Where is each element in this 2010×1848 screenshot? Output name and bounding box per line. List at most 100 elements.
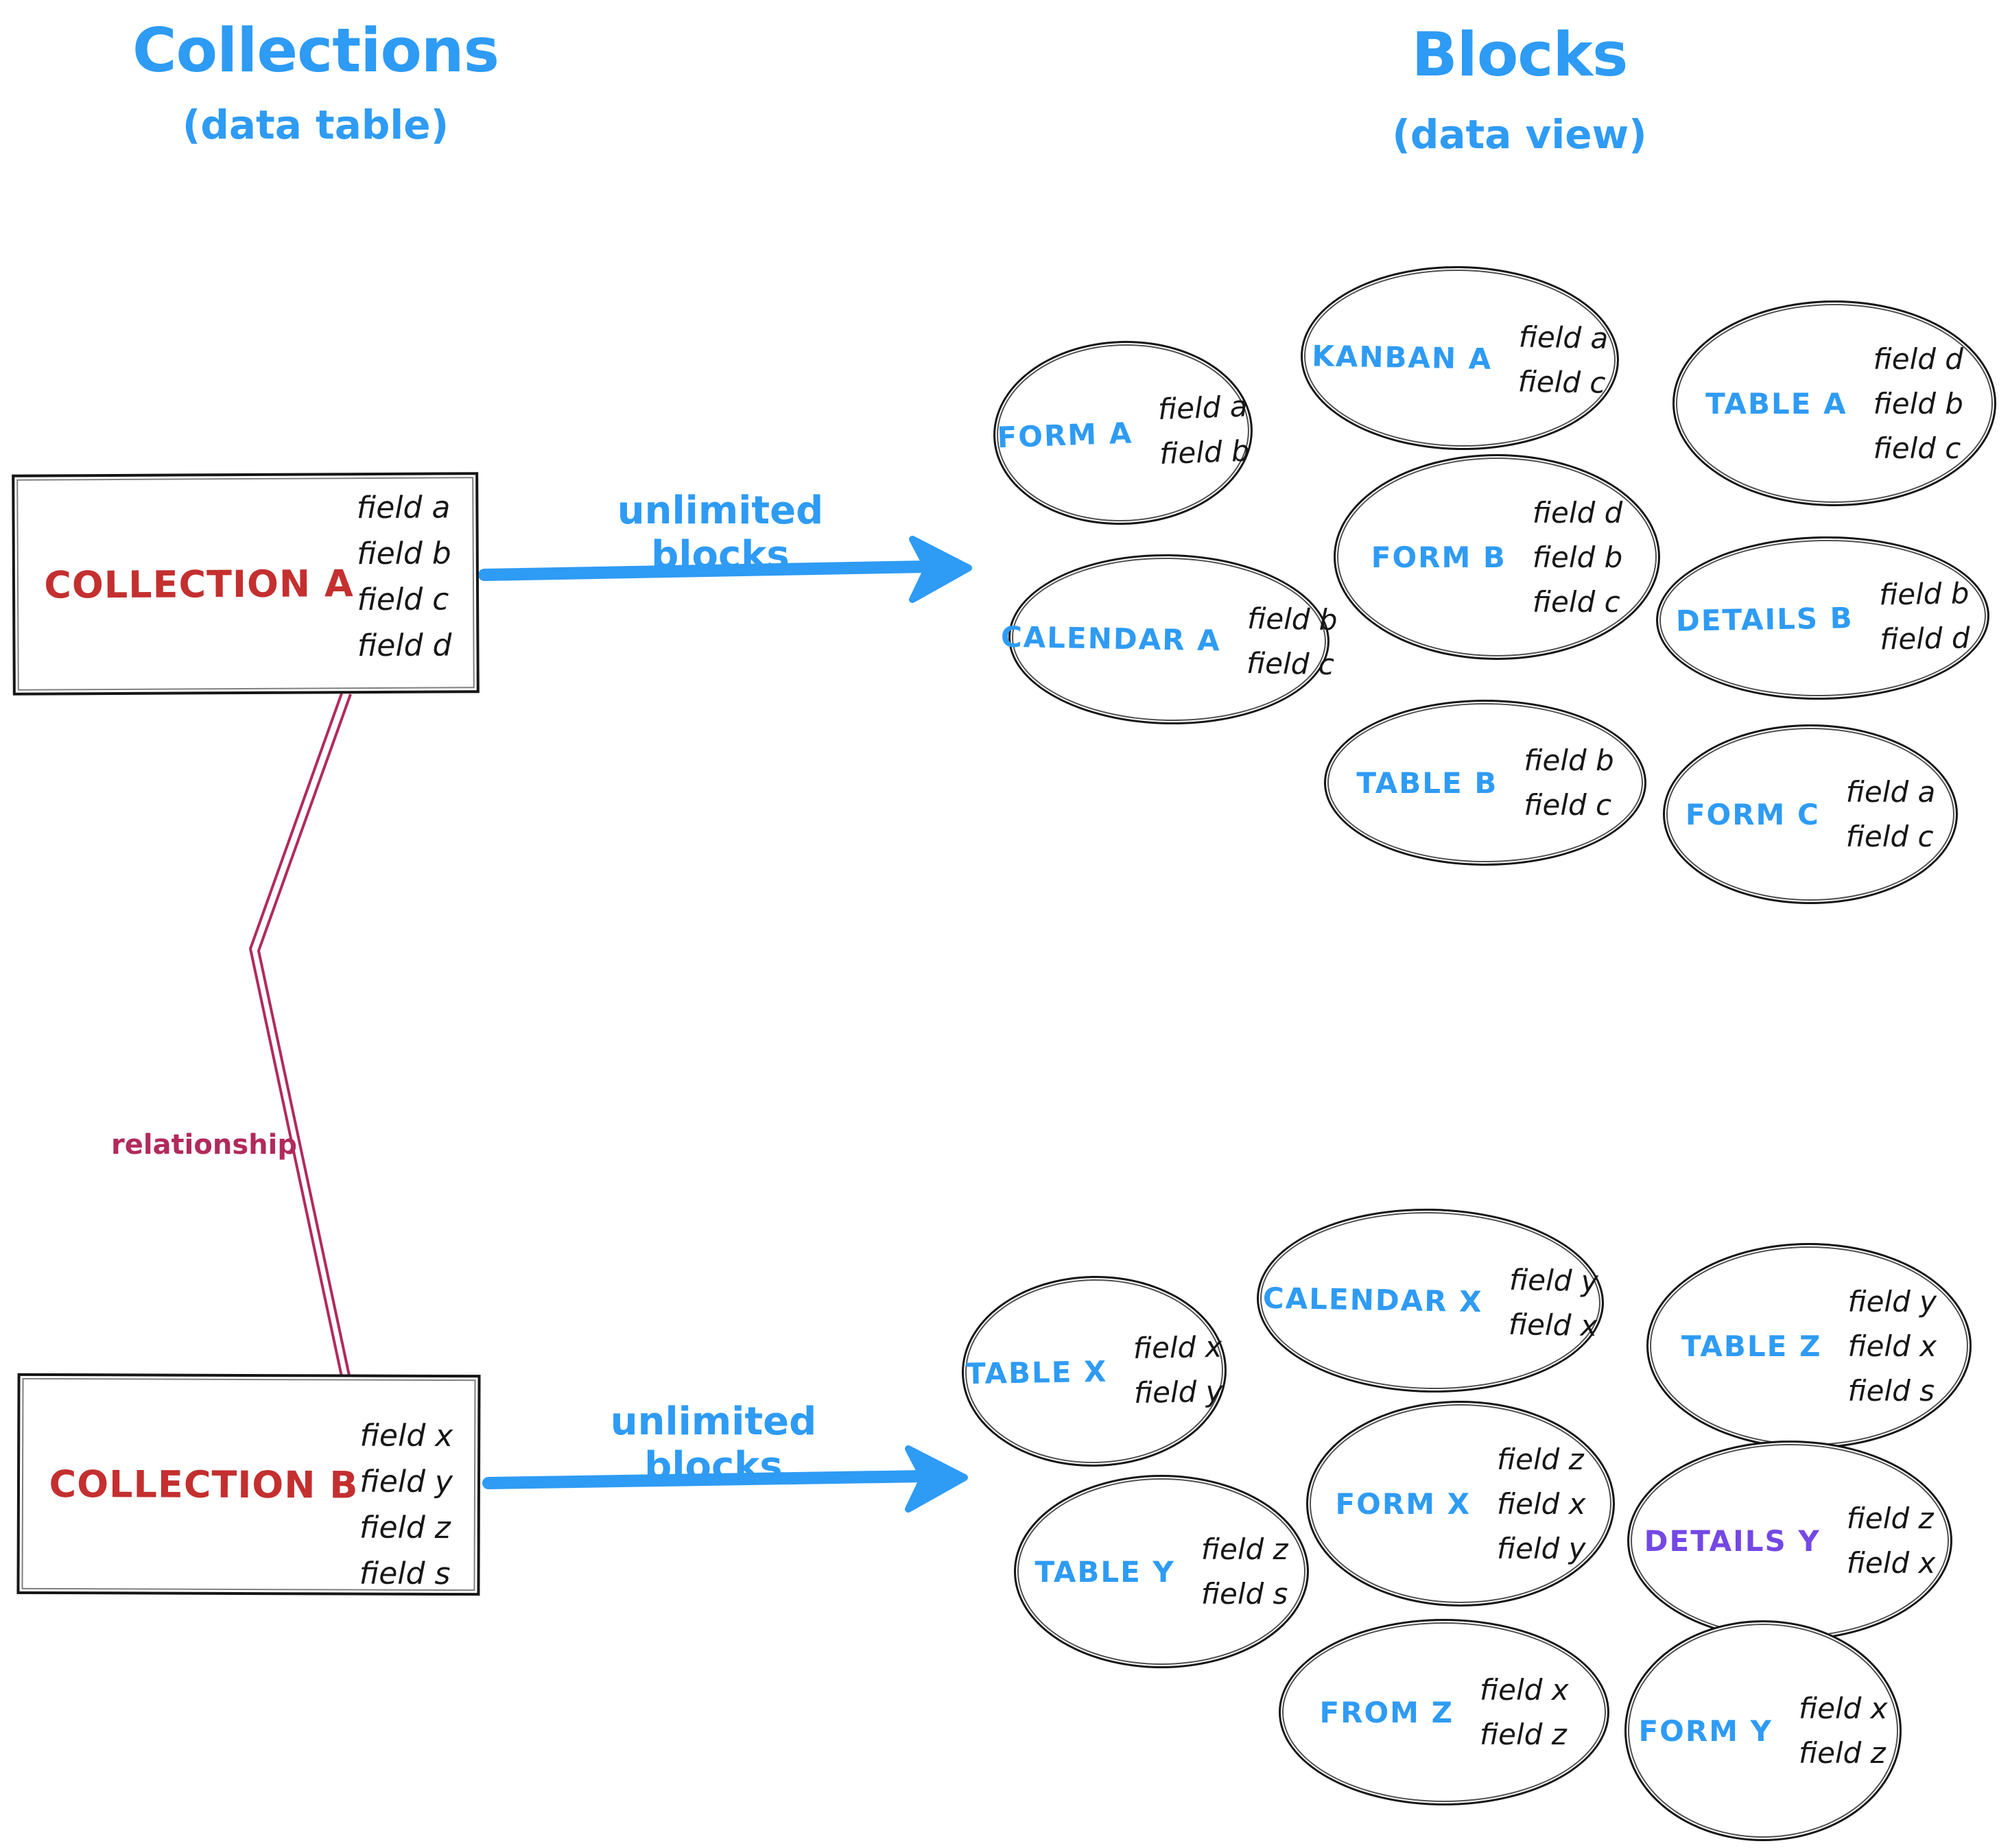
unlimited-blocks-arrow-a [478, 536, 972, 603]
collection-b-name: COLLECTION B [49, 1462, 359, 1507]
block-label: FORM A [996, 416, 1134, 454]
unlimited-blocks-arrow-b [482, 1445, 968, 1513]
collection-field: field s [359, 1556, 451, 1592]
block-from-z: FROM Z field x field z [1279, 1619, 1609, 1805]
block-field: field a [1157, 389, 1249, 427]
block-fields: field a field b [1157, 390, 1250, 471]
block-fields: field d field b field c [1873, 342, 1963, 465]
block-details-y: DETAILS Y field z field x [1627, 1441, 1952, 1641]
collection-field: field c [357, 582, 449, 618]
collection-a-name: COLLECTION A [44, 561, 354, 607]
block-label: TABLE A [1705, 386, 1847, 420]
block-form-b: FORM B field d field b field c [1334, 454, 1660, 660]
block-field: field c [1524, 788, 1612, 822]
blocks-subtitle: (data view) [1392, 111, 1647, 158]
block-field: field b [1159, 434, 1251, 471]
blocks-title: Blocks [1411, 19, 1629, 90]
block-table-y: TABLE Y field z field s [1014, 1475, 1309, 1668]
relationship-label: relationship [111, 1129, 297, 1161]
block-fields: field x field z [1480, 1673, 1569, 1751]
block-fields: field z field x field y [1497, 1443, 1586, 1565]
block-form-c: FORM C field a field c [1663, 724, 1958, 904]
block-field: field y [1133, 1374, 1223, 1410]
block-fields: field b field d [1879, 576, 1970, 656]
block-table-z: TABLE Z field y field x field s [1646, 1243, 1972, 1449]
block-label: FORM X [1335, 1486, 1471, 1521]
block-field: field x [1846, 1546, 1936, 1580]
block-label: TABLE Y [1034, 1554, 1175, 1589]
block-label: FORM B [1371, 540, 1506, 574]
block-field: field c [1873, 431, 1961, 465]
block-field: field y [1509, 1263, 1599, 1299]
block-field: field x [1799, 1692, 1888, 1725]
block-field: field s [1847, 1373, 1935, 1408]
block-field: field c [1845, 820, 1934, 853]
block-label: CALENDAR X [1262, 1281, 1483, 1318]
block-label: TABLE Z [1681, 1329, 1822, 1363]
block-field: field a [1518, 320, 1609, 355]
block-field: field d [1532, 495, 1623, 530]
collection-field: field b [357, 536, 451, 572]
block-label: KANBAN A [1311, 338, 1493, 376]
unlimited-blocks-label-b: unlimited blocks [610, 1399, 817, 1489]
block-label: CALENDAR A [1000, 619, 1222, 657]
block-field: field x [1133, 1329, 1222, 1365]
block-label: FORM C [1685, 797, 1820, 831]
block-field: field c [1532, 584, 1620, 619]
collection-a-fields: field a field b field c field d [357, 490, 452, 663]
collection-field: field a [356, 490, 451, 526]
block-label: FROM Z [1319, 1695, 1454, 1729]
relationship-arrow [248, 691, 366, 1441]
collection-field: field x [359, 1418, 453, 1454]
block-field: field s [1201, 1577, 1288, 1611]
block-field: field z [1201, 1532, 1288, 1566]
block-field: field z [1799, 1736, 1886, 1770]
collection-field: field z [359, 1510, 451, 1546]
block-field: field b [1532, 540, 1623, 574]
block-field: field z [1480, 1718, 1567, 1751]
block-field: field x [1508, 1307, 1598, 1343]
block-fields: field d field b field c [1533, 496, 1622, 619]
block-field: field y [1847, 1284, 1937, 1318]
block-label: TABLE X [965, 1354, 1108, 1390]
block-field: field b [1878, 576, 1970, 612]
block-fields: field z field x [1847, 1502, 1936, 1580]
block-field: field x [1480, 1673, 1569, 1707]
block-fields: field b field c [1524, 744, 1613, 822]
block-label: FORM Y [1638, 1714, 1773, 1748]
block-field: field b [1246, 601, 1338, 637]
block-field: field d [1879, 621, 1970, 656]
collection-field: field d [357, 628, 452, 664]
unlimited-blocks-label-a: unlimited blocks [617, 488, 824, 578]
block-table-a: TABLE A field d field b field c [1672, 300, 1996, 506]
block-fields: field a field c [1517, 320, 1608, 399]
block-field: field z [1846, 1502, 1934, 1535]
collection-b-fields: field x field y field z field s [359, 1419, 453, 1591]
block-field: field x [1847, 1329, 1937, 1363]
block-fields: field a field c [1846, 775, 1935, 853]
collection-b-box: COLLECTION B field x field y field z fie… [16, 1373, 481, 1596]
block-fields: field x field y [1133, 1330, 1222, 1410]
block-field: field b [1873, 386, 1963, 420]
block-fields: field z field s [1201, 1532, 1288, 1611]
block-fields: field y field x field s [1847, 1285, 1937, 1408]
block-form-y: FORM Y field x field z [1624, 1620, 1902, 1841]
block-field: field c [1517, 364, 1606, 400]
block-label: TABLE B [1356, 766, 1498, 800]
block-field: field z [1497, 1442, 1584, 1476]
block-table-b: TABLE B field b field c [1324, 700, 1646, 866]
block-form-x: FORM X field z field x field y [1306, 1401, 1615, 1607]
collections-subtitle: (data table) [182, 102, 449, 148]
block-label: DETAILS B [1675, 600, 1854, 638]
block-field: field y [1497, 1531, 1586, 1565]
block-field: field a [1845, 775, 1936, 809]
block-label: DETAILS Y [1644, 1524, 1821, 1558]
block-field: field d [1873, 342, 1963, 376]
collections-title: Collections [132, 15, 499, 86]
block-field: field c [1246, 645, 1335, 682]
block-fields: field y field x [1509, 1263, 1598, 1342]
block-field: field x [1497, 1486, 1586, 1521]
block-field: field b [1524, 744, 1614, 777]
